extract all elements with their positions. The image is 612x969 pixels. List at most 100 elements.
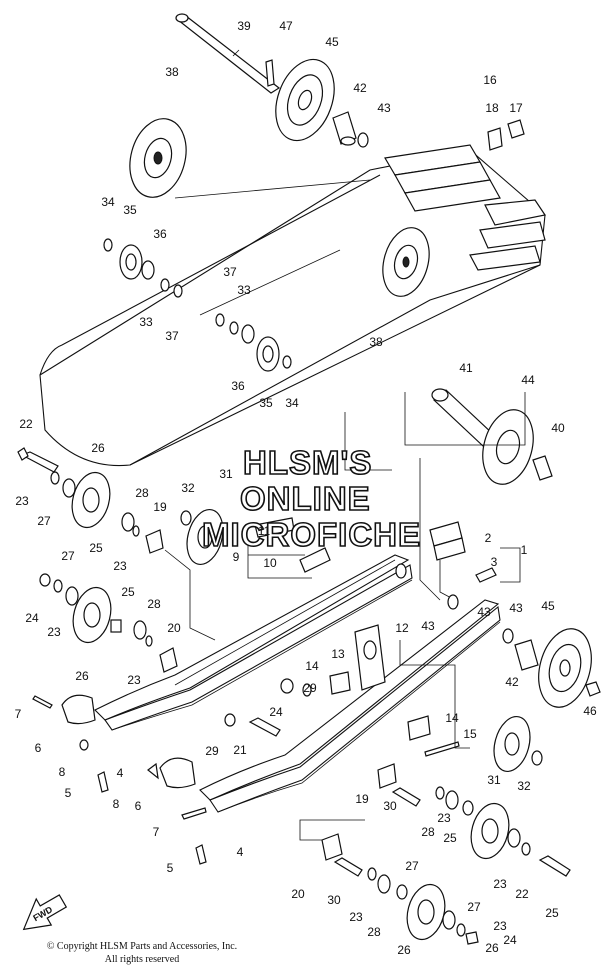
callout-number: 28 bbox=[147, 597, 161, 611]
clip-8-lower bbox=[147, 762, 159, 780]
washer-43-mid bbox=[395, 563, 407, 579]
callout-number: 40 bbox=[551, 421, 565, 435]
callout-number: 32 bbox=[181, 481, 195, 495]
leader-lines-left bbox=[164, 549, 216, 641]
callout-number: 23 bbox=[437, 811, 451, 825]
track-lugs bbox=[384, 144, 546, 271]
callout-number: 27 bbox=[467, 900, 481, 914]
clip-17 bbox=[507, 119, 525, 139]
cross-shaft-9-10-11 bbox=[247, 517, 331, 579]
leader-lines-right bbox=[399, 640, 470, 749]
bolt-5-upper bbox=[97, 771, 109, 793]
callout-number: 10 bbox=[263, 556, 277, 570]
slide-rail-lower bbox=[199, 599, 501, 813]
spacer-40 bbox=[532, 455, 553, 481]
pin-7-lower bbox=[181, 807, 207, 820]
pin-15 bbox=[424, 741, 460, 757]
callout-number: 23 bbox=[15, 494, 29, 508]
nut-24-mid bbox=[280, 678, 294, 694]
callout-number: 4 bbox=[117, 766, 124, 780]
callout-number: 43 bbox=[509, 601, 523, 615]
callout-number: 24 bbox=[503, 933, 517, 947]
callout-number: 26 bbox=[397, 943, 411, 957]
callout-number: 31 bbox=[487, 773, 501, 787]
washer-23-c bbox=[53, 579, 63, 593]
callout-number: 26 bbox=[91, 441, 105, 455]
rail-end-cap-6-upper bbox=[61, 694, 96, 725]
clip-8-upper bbox=[79, 739, 89, 751]
callout-number: 16 bbox=[483, 73, 497, 87]
axle-leader-lines-2 bbox=[344, 412, 392, 471]
pin-7-upper bbox=[32, 695, 53, 709]
copyright-line-1: © Copyright HLSM Parts and Accessories, … bbox=[46, 941, 238, 952]
washer-23-e bbox=[435, 786, 445, 800]
callout-number: 21 bbox=[233, 743, 247, 757]
washer-23-left bbox=[50, 471, 60, 485]
nut-29-b bbox=[224, 713, 236, 727]
callout-number: 34 bbox=[285, 396, 299, 410]
washer-43-mid-2 bbox=[447, 594, 459, 610]
washer-23-d bbox=[145, 635, 153, 647]
small-parts-left-cluster bbox=[103, 238, 292, 372]
bracket-20-lower bbox=[321, 833, 343, 861]
plate-14-lower bbox=[407, 715, 431, 741]
spacer-25-b bbox=[110, 619, 122, 633]
bolt-21 bbox=[248, 717, 281, 737]
callout-number: 4 bbox=[237, 845, 244, 859]
bracket-20 bbox=[159, 647, 178, 673]
callout-number: 13 bbox=[331, 647, 345, 661]
callout-number: 33 bbox=[237, 283, 251, 297]
leader-lines-lower bbox=[299, 819, 365, 841]
wheel-26-mid bbox=[72, 586, 112, 644]
callout-number: 9 bbox=[233, 550, 240, 564]
idler-wheel-38-lower bbox=[382, 227, 430, 297]
rail-end-cap-6-lower bbox=[159, 757, 196, 789]
copyright-notice: © Copyright HLSM Parts and Accessories, … bbox=[12, 940, 272, 966]
wheel-31-upper bbox=[186, 508, 224, 566]
bolt-22-right bbox=[538, 855, 571, 877]
callout-number: 35 bbox=[259, 396, 273, 410]
callout-number: 7 bbox=[153, 825, 160, 839]
washer-29 bbox=[302, 683, 312, 697]
collar-27-g bbox=[442, 910, 456, 930]
callout-number: 5 bbox=[65, 786, 72, 800]
callout-number: 32 bbox=[517, 779, 531, 793]
washer-28-b bbox=[133, 620, 147, 640]
callout-number: 29 bbox=[303, 681, 317, 695]
callout-number: 7 bbox=[15, 707, 22, 721]
axle-box-lines bbox=[404, 392, 526, 446]
bracket-18 bbox=[487, 127, 503, 151]
callout-number: 25 bbox=[545, 906, 559, 920]
callout-number: 17 bbox=[509, 101, 523, 115]
wheel-31-lower bbox=[493, 715, 531, 773]
bracket-1-2-3 bbox=[429, 521, 521, 601]
callout-number: 34 bbox=[101, 195, 115, 209]
nut-24-bottom bbox=[465, 931, 479, 945]
bolt-30-upper bbox=[391, 787, 421, 807]
collar-28-g bbox=[377, 874, 391, 894]
callout-number: 14 bbox=[305, 659, 319, 673]
washer-32-b bbox=[531, 750, 543, 766]
collar-27-c bbox=[65, 586, 79, 606]
watermark-line-3: MICROFICHE bbox=[202, 516, 421, 553]
callout-number: 20 bbox=[167, 621, 181, 635]
washer-23-h bbox=[456, 923, 466, 937]
callout-number: 5 bbox=[167, 861, 174, 875]
callout-number: 8 bbox=[59, 765, 66, 779]
copyright-line-2: All rights reserved bbox=[104, 954, 180, 965]
callout-number: 12 bbox=[395, 621, 409, 635]
callout-number: 19 bbox=[153, 500, 167, 514]
idler-wheel-44 bbox=[482, 409, 534, 485]
idler-wheel-45-right bbox=[538, 628, 592, 708]
bolt-22-left bbox=[17, 447, 59, 473]
callout-number: 36 bbox=[153, 227, 167, 241]
callout-number: 37 bbox=[223, 265, 237, 279]
callout-number: 6 bbox=[135, 799, 142, 813]
callout-number: 25 bbox=[443, 831, 457, 845]
callout-number: 2 bbox=[485, 531, 492, 545]
washer-23-g bbox=[367, 867, 377, 881]
callout-number: 25 bbox=[121, 585, 135, 599]
callout-number: 27 bbox=[61, 549, 75, 563]
callout-number: 23 bbox=[113, 559, 127, 573]
watermark-line-2: ONLINE bbox=[240, 480, 371, 517]
